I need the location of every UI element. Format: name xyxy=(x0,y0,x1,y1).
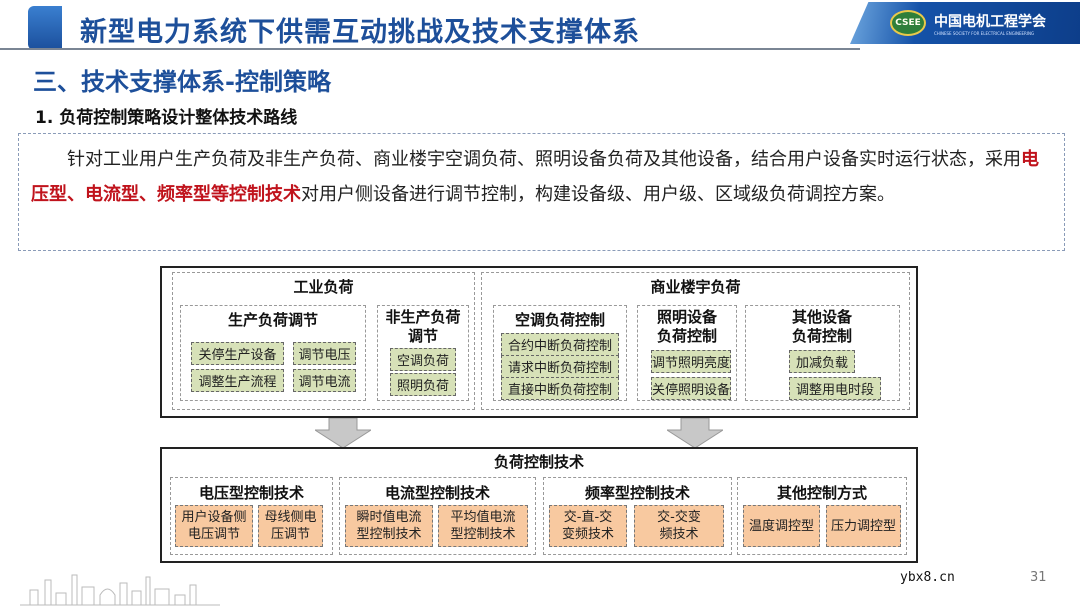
group-title: 其他控制方式 xyxy=(776,484,867,502)
item: 关停照明设备 xyxy=(651,377,731,400)
hvac-box xyxy=(493,305,627,401)
logo-subtext: CHINESE SOCIETY FOR ELECTRICAL ENGINEERI… xyxy=(934,30,1035,36)
industrial-load-box xyxy=(172,272,475,410)
item: 加减负载 xyxy=(789,350,855,373)
page-title: 新型电力系统下供需互动挑战及技术支撑体系 xyxy=(80,17,640,48)
lighting-title: 照明设备负荷控制 xyxy=(657,308,718,345)
commercial-load-box xyxy=(481,272,910,410)
page-number: 31 xyxy=(1030,570,1047,585)
item: 平均值电流型控制技术 xyxy=(438,505,528,547)
item: 合约中断负荷控制 xyxy=(501,333,619,356)
item: 压力调控型 xyxy=(826,505,901,547)
city-skyline-icon xyxy=(20,574,220,606)
sub-title: 1. 负荷控制策略设计整体技术路线 xyxy=(35,108,298,128)
item: 直接中断负荷控制 xyxy=(501,377,619,400)
industrial-title: 工业负荷 xyxy=(293,278,354,296)
item: 调整用电时段 xyxy=(789,377,881,400)
csee-seal-icon: CSEE xyxy=(890,10,926,36)
desc-text: 针对工业用户生产负荷及非生产负荷、商业楼宇空调负荷、照明设备负荷及其他设备，结合… xyxy=(67,149,1021,170)
item: 空调负荷 xyxy=(390,348,456,371)
production-title: 生产负荷调节 xyxy=(227,311,318,329)
watermark-site: ybx8.cn xyxy=(900,570,955,585)
item: 瞬时值电流型控制技术 xyxy=(345,505,433,547)
item: 母线侧电压调节 xyxy=(258,505,323,547)
other-equipment-box xyxy=(745,305,900,401)
group-title: 频率型控制技术 xyxy=(584,484,690,502)
down-arrow-icon xyxy=(315,418,371,448)
item: 照明负荷 xyxy=(390,373,456,396)
logo-text: 中国电机工程学会 xyxy=(934,13,1046,30)
commercial-title: 商业楼宇负荷 xyxy=(650,278,741,296)
section-title: 三、技术支撑体系-控制策略 xyxy=(33,68,331,96)
current-box xyxy=(339,477,536,555)
control-tech-title: 负荷控制技术 xyxy=(493,453,584,471)
csee-logo: CSEE 中国电机工程学会 CHINESE SOCIETY FOR ELECTR… xyxy=(850,2,1080,44)
description-box: 针对工业用户生产负荷及非生产负荷、商业楼宇空调负荷、照明设备负荷及其他设备，结合… xyxy=(18,133,1065,251)
group-title: 电流型控制技术 xyxy=(384,484,490,502)
desc-highlight: 电压型、电流型、频率型等控制技术 xyxy=(31,149,1039,205)
item: 请求中断负荷控制 xyxy=(501,355,619,378)
desc-text-2: 对用户侧设备进行调节控制，构建设备级、用户级、区域级负荷调控方案。 xyxy=(301,184,895,205)
production-box xyxy=(180,305,366,401)
other-methods-box xyxy=(737,477,907,555)
item: 交-直-交变频技术 xyxy=(549,505,627,547)
item: 调节照明亮度 xyxy=(651,350,731,373)
title-divider xyxy=(0,48,860,50)
group-title: 电压型控制技术 xyxy=(198,484,304,502)
voltage-box xyxy=(170,477,333,555)
item: 调整生产流程 xyxy=(191,369,284,392)
nonproduction-box xyxy=(377,305,469,401)
item: 温度调控型 xyxy=(743,505,820,547)
item: 交-交变频技术 xyxy=(634,505,724,547)
lighting-box xyxy=(637,305,737,401)
title-accent-block xyxy=(28,6,62,50)
frequency-box xyxy=(543,477,732,555)
down-arrow-icon xyxy=(667,418,723,448)
item: 关停生产设备 xyxy=(191,342,284,365)
other-equipment-title: 其他设备负荷控制 xyxy=(792,308,853,345)
item: 调节电流 xyxy=(293,369,356,392)
nonproduction-title: 非生产负荷调节 xyxy=(385,308,461,345)
item: 用户设备侧电压调节 xyxy=(175,505,253,547)
hvac-title: 空调负荷控制 xyxy=(514,311,605,329)
item: 调节电压 xyxy=(293,342,356,365)
